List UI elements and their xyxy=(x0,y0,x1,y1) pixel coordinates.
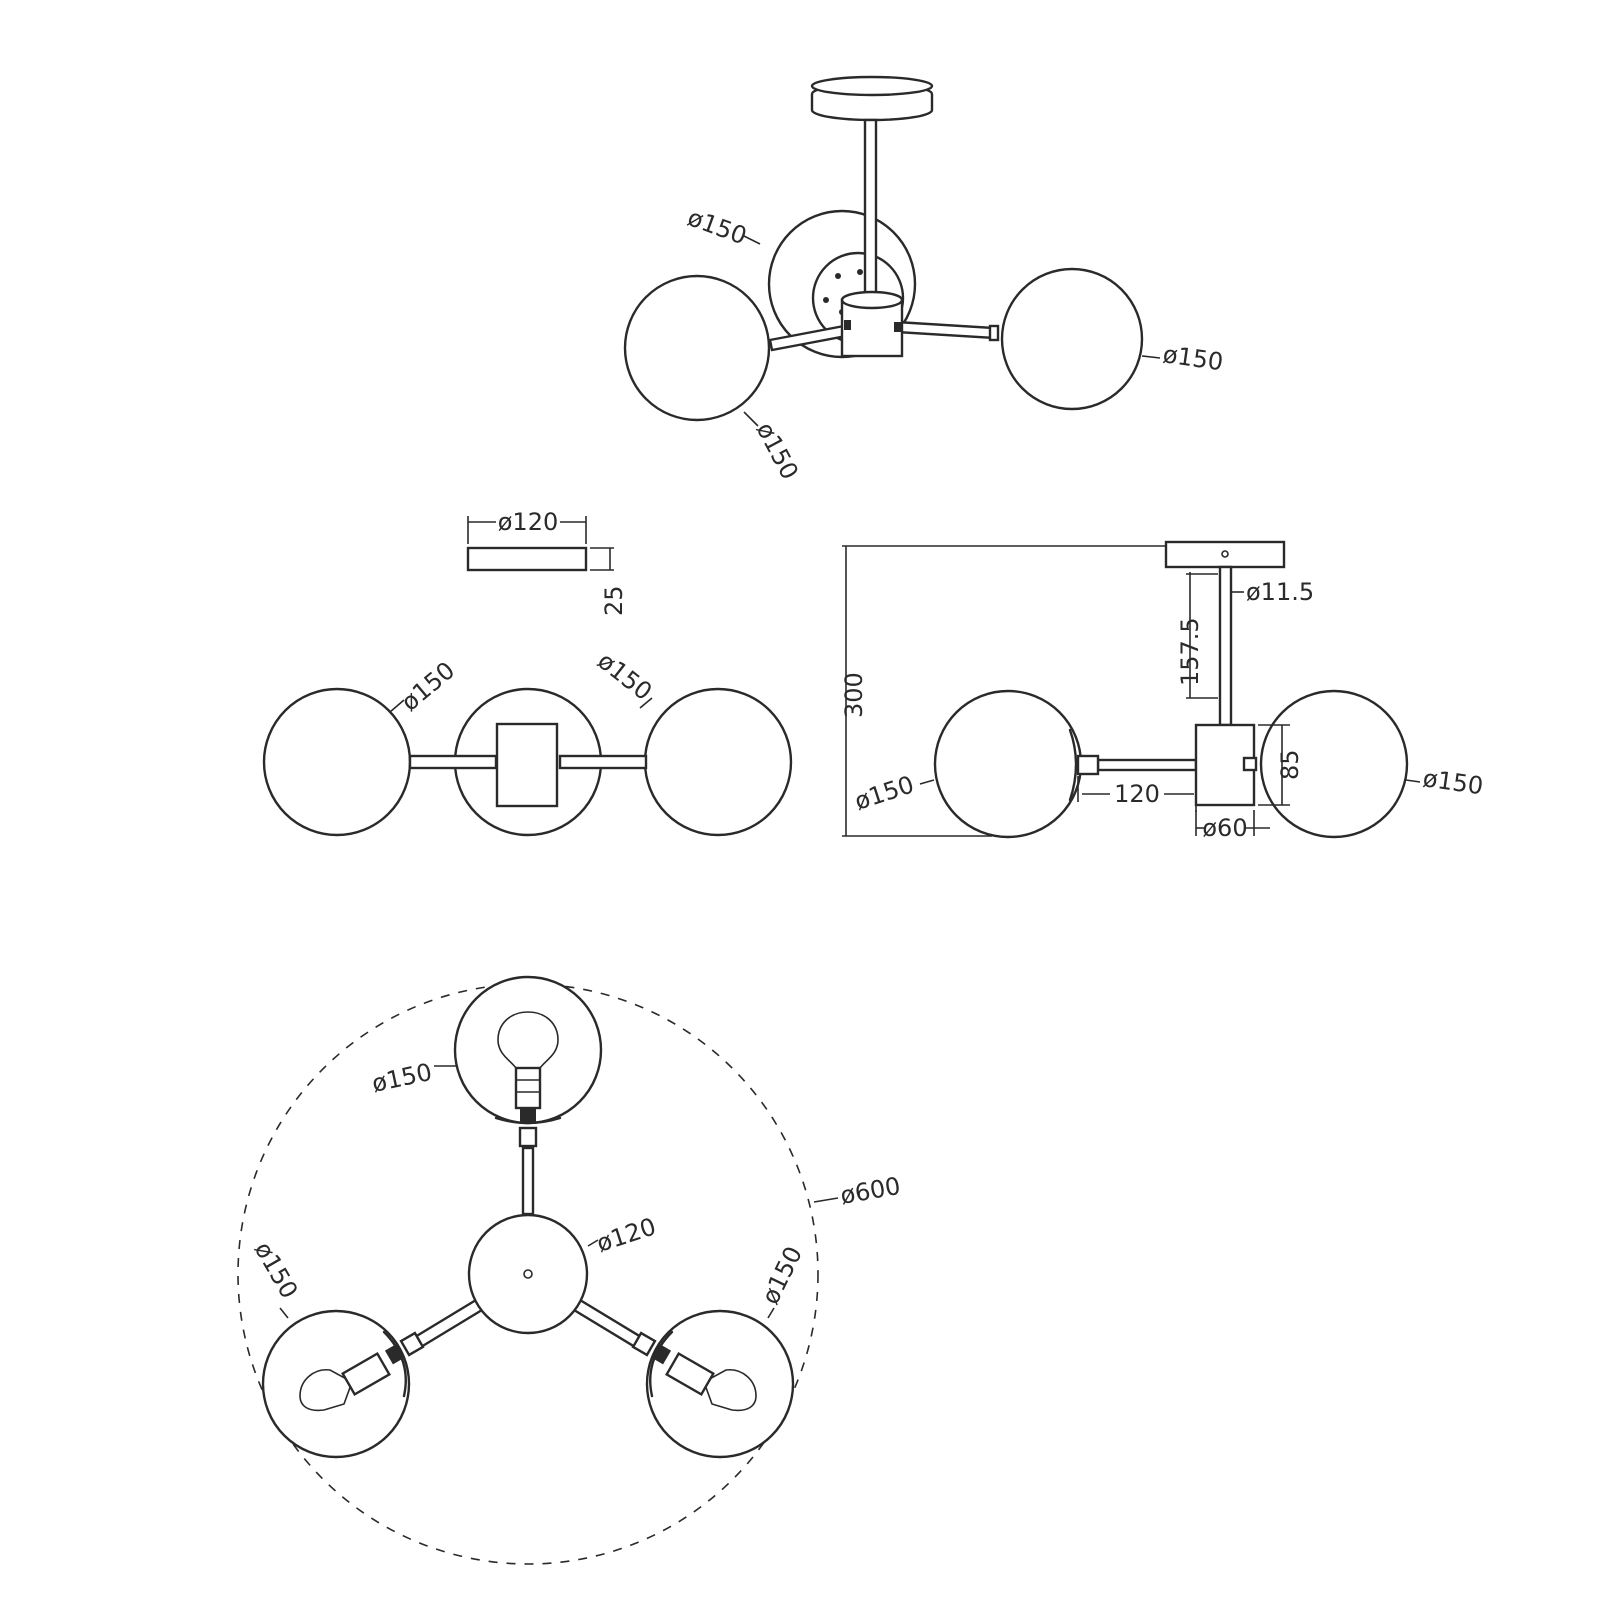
perspective-globe-left-label: ø150 xyxy=(751,418,804,485)
top-overall-circle xyxy=(237,983,819,1565)
canopy-diameter-label: ø120 xyxy=(498,508,559,536)
perspective-globe-left xyxy=(623,274,771,422)
front-globe-left xyxy=(262,687,412,837)
side-rod-diameter-label: ø11.5 xyxy=(1246,578,1314,606)
side-globe-right-label: ø150 xyxy=(1421,764,1485,800)
side-hub-diameter-label: ø60 xyxy=(1202,814,1247,842)
top-overall-span-label: ø600 xyxy=(838,1172,902,1210)
top-canopy-center xyxy=(523,1269,533,1279)
perspective-globe-back-label: ø150 xyxy=(684,203,750,250)
side-arm xyxy=(1096,758,1198,772)
top-view: ø150 ø600 ø120 ø150 ø150 xyxy=(237,975,903,1565)
top-arm-up xyxy=(521,1146,535,1216)
top-arm-right-a xyxy=(578,1298,648,1342)
top-bulb-right xyxy=(703,1369,757,1412)
perspective-view: ø150 ø150 ø150 xyxy=(623,75,1225,485)
canopy-height-label: 25 xyxy=(600,585,628,616)
side-globe-left-label: ø150 xyxy=(851,770,917,815)
front-view: ø150 ø150 xyxy=(262,647,793,837)
side-arm-length-label: 120 xyxy=(1114,780,1160,808)
top-arm-left-b xyxy=(414,1308,484,1352)
side-globe-right xyxy=(1259,689,1409,839)
side-hub-height-label: 85 xyxy=(1276,749,1304,780)
side-overall-height-label: 300 xyxy=(840,672,868,718)
side-socket xyxy=(1076,754,1100,776)
side-down-rod xyxy=(1218,565,1233,727)
top-canopy-label: ø120 xyxy=(593,1212,659,1257)
side-hub xyxy=(1194,723,1256,807)
canopy-detail: ø120 25 xyxy=(466,508,628,616)
top-canopy xyxy=(467,1213,589,1335)
perspective-socket-right xyxy=(988,324,1000,342)
side-rod-length-label: 157.5 xyxy=(1176,617,1204,686)
top-globe-right xyxy=(631,1309,795,1459)
perspective-down-rod xyxy=(863,118,878,302)
top-bulb-left xyxy=(299,1369,353,1412)
top-arm-right-b xyxy=(572,1308,642,1352)
top-globe-up xyxy=(453,975,603,1148)
front-arm-left xyxy=(408,754,498,770)
front-globe-mid-label: ø150 xyxy=(592,647,657,706)
front-globe-right xyxy=(643,687,793,837)
side-hub-stub xyxy=(1242,756,1258,772)
side-view: 300 157.5 ø11.5 85 120 xyxy=(840,540,1485,842)
side-globe-left xyxy=(933,689,1083,839)
front-hub xyxy=(495,722,559,808)
top-arm-left-a xyxy=(408,1298,478,1342)
perspective-globe-right-label: ø150 xyxy=(1161,340,1225,376)
side-canopy xyxy=(1164,540,1286,569)
top-globe-left xyxy=(261,1309,425,1459)
front-globe-left-label: ø150 xyxy=(396,656,460,716)
canopy-detail-plate xyxy=(466,546,588,572)
top-globe-left-label: ø150 xyxy=(249,1237,303,1303)
top-globe-up-label: ø150 xyxy=(369,1058,434,1098)
perspective-canopy xyxy=(810,75,934,122)
side-globe-collar xyxy=(1068,728,1078,802)
perspective-arm-right xyxy=(894,320,996,340)
top-globe-right-label: ø150 xyxy=(756,1242,808,1309)
perspective-hub xyxy=(840,290,904,358)
front-arm-right xyxy=(558,754,648,770)
perspective-globe-right xyxy=(1000,267,1144,411)
